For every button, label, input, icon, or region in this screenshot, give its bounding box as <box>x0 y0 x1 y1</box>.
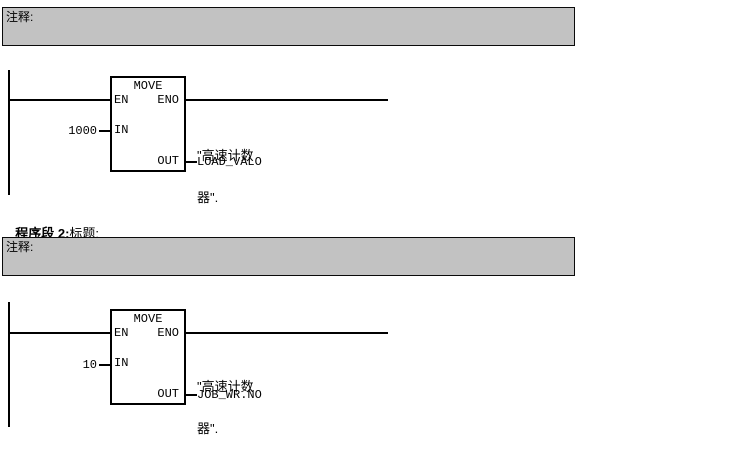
wire-eno-output <box>186 332 388 334</box>
out-operand-line1: "高速计数 <box>197 148 254 163</box>
wire-out-stub <box>186 161 197 163</box>
port-eno-label: ENO <box>157 326 179 340</box>
port-in-label: IN <box>114 123 129 137</box>
out-operand-name[interactable]: "高速计数 器". <box>197 352 254 450</box>
port-eno-label: ENO <box>157 93 179 107</box>
block-title: MOVE <box>133 79 163 93</box>
power-rail <box>8 302 10 427</box>
wire-en-input <box>8 332 110 334</box>
port-out-label: OUT <box>157 387 179 401</box>
power-rail <box>8 70 10 195</box>
port-out-label: OUT <box>157 154 179 168</box>
move-block[interactable]: MOVE EN ENO IN OUT <box>110 76 186 172</box>
out-operand-line2: 器". <box>197 190 219 205</box>
out-operand-line2: 器". <box>197 421 219 436</box>
move-block[interactable]: MOVE EN ENO IN OUT <box>110 309 186 405</box>
port-en-label: EN <box>114 93 129 107</box>
wire-in-stub <box>99 130 110 132</box>
in-operand-value[interactable]: 1000 <box>68 124 97 138</box>
port-en-label: EN <box>114 326 129 340</box>
wire-en-input <box>8 99 110 101</box>
out-operand-line1: "高速计数 <box>197 379 254 394</box>
wire-out-stub <box>186 394 197 396</box>
comment-field[interactable]: 注释: <box>2 237 575 276</box>
block-title: MOVE <box>133 312 163 326</box>
out-operand-param[interactable]: LOAD_VALO <box>197 155 262 169</box>
port-in-label: IN <box>114 356 129 370</box>
out-operand-name[interactable]: "高速计数 器". <box>197 121 254 219</box>
wire-in-stub <box>99 364 110 366</box>
comment-field[interactable]: 注释: <box>2 7 575 46</box>
out-operand-param[interactable]: JOB_WR.NO <box>197 388 262 402</box>
in-operand-value[interactable]: 10 <box>82 358 97 372</box>
wire-eno-output <box>186 99 388 101</box>
